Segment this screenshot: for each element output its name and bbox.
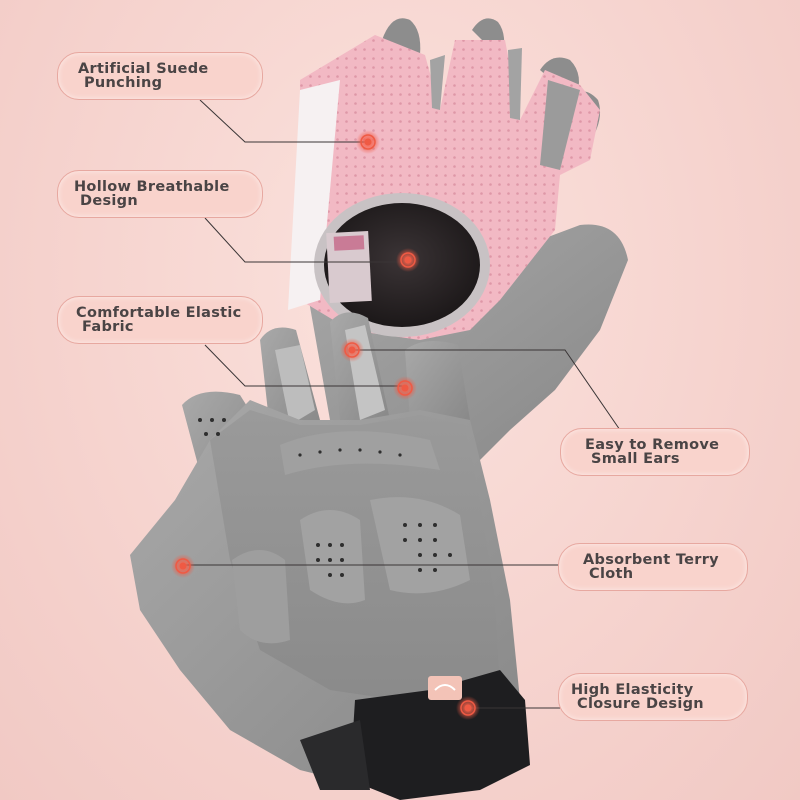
marker-terry (171, 554, 195, 578)
callout-line2: Punching (84, 75, 163, 91)
callout-line1: Easy to Remove (585, 437, 720, 453)
callout-high-elasticity: High Elasticity Closure Design (558, 673, 748, 721)
leader-lines (185, 99, 621, 709)
callout-line2: Cloth (589, 566, 634, 582)
callout-hollow-breathable: Hollow Breathable Design (57, 170, 263, 218)
callout-line1: Absorbent Terry (583, 552, 719, 568)
marker-closure (456, 696, 480, 720)
marker-elastic (393, 376, 417, 400)
marker-hollow (396, 248, 420, 272)
marker-ears (340, 338, 364, 362)
callout-line1: Artificial Suede (78, 61, 209, 77)
callout-line2: Closure Design (577, 696, 704, 712)
callout-line1: Hollow Breathable (74, 179, 230, 195)
callout-line2: Design (80, 193, 138, 209)
callout-line1: Comfortable Elastic (76, 305, 242, 321)
callout-absorbent-terry: Absorbent Terry Cloth (558, 543, 748, 591)
marker-suede (356, 130, 380, 154)
callout-easy-remove: Easy to Remove Small Ears (560, 428, 750, 476)
feature-markers (171, 130, 480, 720)
callout-line1: High Elasticity (571, 682, 694, 698)
callout-comfortable-elastic: Comfortable Elastic Fabric (57, 296, 263, 344)
callout-line2: Fabric (82, 319, 134, 335)
callout-artificial-suede: Artificial Suede Punching (57, 52, 263, 100)
front-glove (130, 312, 530, 800)
callout-line2: Small Ears (591, 451, 680, 467)
